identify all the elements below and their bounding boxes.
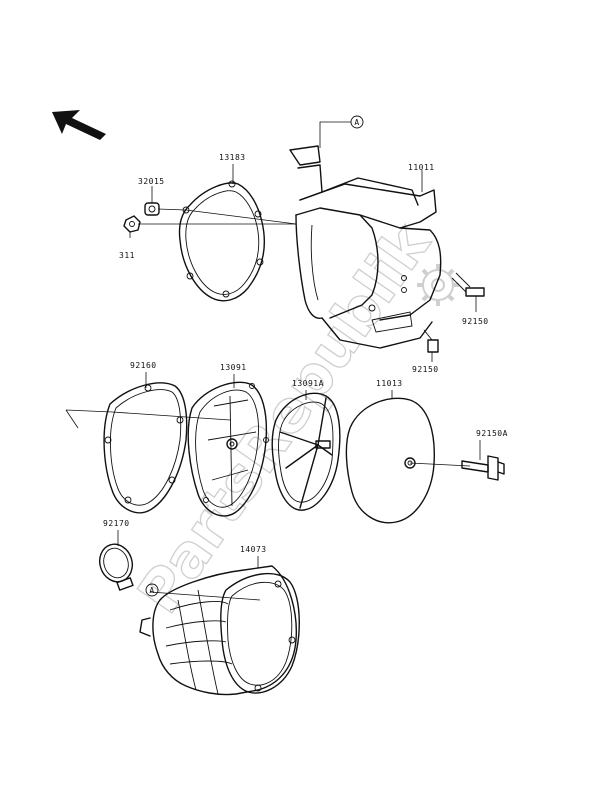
airbox-case-11011: [289, 145, 442, 349]
label-14073: 14073: [240, 545, 267, 554]
label-13183: 13183: [219, 153, 246, 162]
air-duct-14073: [139, 565, 300, 696]
label-13091A: 13091A: [292, 379, 324, 388]
label-11011: 11011: [408, 163, 435, 172]
svg-text:A: A: [354, 118, 359, 127]
reference-marker-top: A: [319, 115, 364, 148]
label-92160: 92160: [130, 361, 157, 370]
plate-13183: [178, 180, 265, 302]
gasket-92160: [65, 382, 188, 514]
holder-13091: [187, 381, 269, 517]
front-direction-arrow-icon: [52, 110, 106, 140]
label-92170: 92170: [103, 519, 130, 528]
label-311: 311: [119, 251, 135, 260]
air-filter-11013: [345, 397, 471, 524]
label-92150-lower: 92150: [412, 365, 439, 374]
bolt-92150-upper: [451, 272, 485, 297]
label-92150A: 92150A: [476, 429, 508, 438]
nut-311: [123, 215, 141, 233]
label-13091: 13091: [220, 363, 247, 372]
label-11013: 11013: [376, 379, 403, 388]
gear-icon: [417, 264, 459, 306]
bolt-92150-lower: [423, 329, 439, 353]
label-92150-upper: 92150: [462, 317, 489, 326]
frame-13091A: [271, 392, 341, 511]
clamp-92170: [98, 543, 134, 591]
svg-text:A: A: [149, 586, 154, 595]
reference-marker-bottom: A: [145, 583, 159, 597]
wing-bolt-92150A: [461, 455, 505, 481]
watermark: PartsRepublik: [124, 210, 444, 626]
watermark-text: PartsRepublik: [125, 210, 444, 625]
grommet-32015: [144, 202, 160, 216]
leader-lines: [111, 164, 481, 568]
label-32015: 32015: [138, 177, 165, 186]
